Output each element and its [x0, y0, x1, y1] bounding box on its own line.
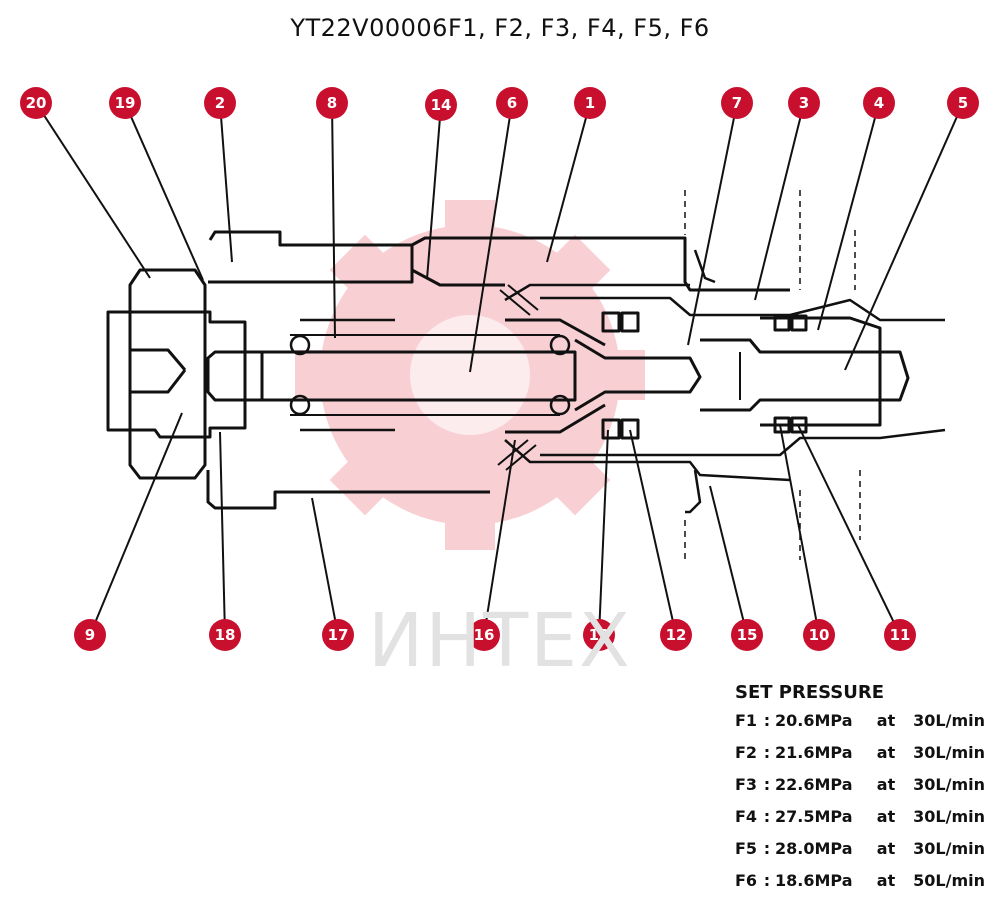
- svg-text:1: 1: [585, 94, 595, 112]
- callout-6: 6: [496, 87, 528, 119]
- callout-group: 20 19 2 8 14 6 1 7 3 4 5 9 18 17 16 13 1…: [20, 87, 979, 651]
- legend-pressure: 28.0MPa: [775, 839, 853, 858]
- svg-text:8: 8: [327, 94, 337, 112]
- legend-code: F4: [735, 807, 758, 826]
- legend-flow: 30L/min: [913, 775, 985, 794]
- legend-pressure: 21.6MPa: [775, 743, 853, 762]
- legend-flow: 30L/min: [913, 711, 985, 730]
- svg-text:18: 18: [215, 626, 236, 644]
- legend-sep: :: [763, 871, 771, 890]
- svg-text:6: 6: [507, 94, 517, 112]
- legend-at: at: [876, 871, 896, 890]
- legend-code: F2: [735, 743, 758, 762]
- valve-body-drawing: [106, 190, 946, 560]
- legend-row: F6 : 18.6MPa at 50L/min: [735, 865, 990, 897]
- callout-10: 10: [803, 619, 835, 651]
- callout-7: 7: [721, 87, 753, 119]
- callout-3: 3: [788, 87, 820, 119]
- svg-text:15: 15: [737, 626, 758, 644]
- legend-sep: :: [763, 743, 771, 762]
- svg-text:7: 7: [732, 94, 742, 112]
- svg-text:5: 5: [958, 94, 968, 112]
- legend-code: F6: [735, 871, 758, 890]
- legend-flow: 30L/min: [913, 839, 985, 858]
- set-pressure-legend: SET PRESSURE F1 : 20.6MPa at 30L/min F2 …: [735, 682, 990, 897]
- callout-2: 2: [204, 87, 236, 119]
- svg-text:17: 17: [328, 626, 349, 644]
- legend-row: F4 : 27.5MPa at 30L/min: [735, 801, 990, 833]
- svg-text:13: 13: [589, 626, 610, 644]
- callout-15: 15: [731, 619, 763, 651]
- watermark-gear-icon: [295, 200, 645, 550]
- callout-12: 12: [660, 619, 692, 651]
- callout-9: 9: [74, 619, 106, 651]
- legend-at: at: [876, 743, 896, 762]
- callout-11: 11: [884, 619, 916, 651]
- legend-at: at: [876, 807, 896, 826]
- svg-text:14: 14: [431, 96, 452, 114]
- callout-16: 16: [468, 619, 500, 651]
- svg-text:20: 20: [26, 94, 47, 112]
- svg-text:2: 2: [215, 94, 225, 112]
- legend-pressure: 20.6MPa: [775, 711, 853, 730]
- legend-flow: 30L/min: [913, 807, 985, 826]
- legend-code: F1: [735, 711, 758, 730]
- callout-14: 14: [425, 89, 457, 121]
- callout-8: 8: [316, 87, 348, 119]
- legend-pressure: 27.5MPa: [775, 807, 853, 826]
- callout-18: 18: [209, 619, 241, 651]
- legend-flow: 30L/min: [913, 743, 985, 762]
- callout-20: 20: [20, 87, 52, 119]
- legend-row: F2 : 21.6MPa at 30L/min: [735, 737, 990, 769]
- callout-1: 1: [574, 87, 606, 119]
- svg-text:12: 12: [666, 626, 687, 644]
- svg-text:10: 10: [809, 626, 830, 644]
- legend-row: F3 : 22.6MPa at 30L/min: [735, 769, 990, 801]
- legend-code: F5: [735, 839, 758, 858]
- svg-text:3: 3: [799, 94, 809, 112]
- legend-at: at: [876, 775, 896, 794]
- callout-17: 17: [322, 619, 354, 651]
- svg-text:16: 16: [474, 626, 495, 644]
- legend-row: F5 : 28.0MPa at 30L/min: [735, 833, 990, 865]
- legend-flow: 50L/min: [913, 871, 985, 890]
- watermark-text: ИНТЕХ: [368, 598, 632, 684]
- svg-text:11: 11: [890, 626, 911, 644]
- callout-19: 19: [109, 87, 141, 119]
- callout-4: 4: [863, 87, 895, 119]
- legend-sep: :: [763, 775, 771, 794]
- legend-sep: :: [763, 711, 771, 730]
- legend-pressure: 22.6MPa: [775, 775, 853, 794]
- legend-sep: :: [763, 839, 771, 858]
- legend-sep: :: [763, 807, 771, 826]
- leader-lines: [35, 102, 964, 636]
- svg-text:9: 9: [85, 626, 95, 644]
- legend-title: SET PRESSURE: [735, 682, 885, 703]
- diagram-title: YT22V00006F1, F2, F3, F4, F5, F6: [290, 14, 710, 42]
- callout-5: 5: [947, 87, 979, 119]
- legend-pressure: 18.6MPa: [775, 871, 853, 890]
- callout-13: 13: [583, 619, 615, 651]
- legend-at: at: [876, 711, 896, 730]
- legend-at: at: [876, 839, 896, 858]
- svg-text:19: 19: [115, 94, 136, 112]
- legend-code: F3: [735, 775, 758, 794]
- legend-row: F1 : 20.6MPa at 30L/min: [735, 705, 990, 737]
- svg-text:4: 4: [874, 94, 884, 112]
